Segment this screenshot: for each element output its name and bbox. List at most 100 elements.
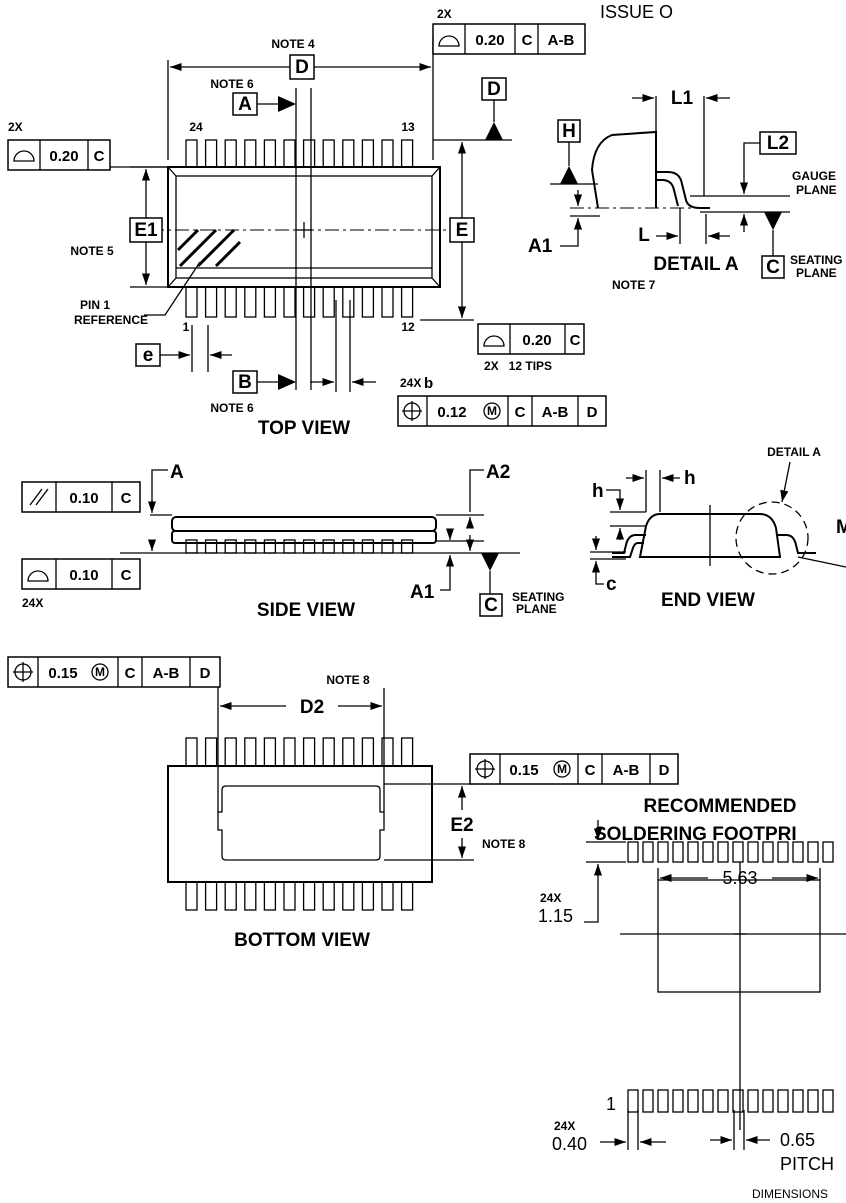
- footprint-pad: [807, 841, 819, 863]
- soldering-footprint: RECOMMENDED SOLDERING FOOTPRI 5.63 24X 1…: [538, 796, 846, 1201]
- lead: [302, 881, 316, 911]
- footprint-pad: [702, 1089, 714, 1113]
- fcf-b-datum3: D: [587, 404, 598, 421]
- fcf-bottom-left-frame: 0.15 M C A-B D: [7, 656, 221, 688]
- footprint-pad: [807, 1089, 819, 1113]
- bottom-view: D2 NOTE 8 E2 NOTE 8 0.15 M C A-B D: [7, 656, 679, 951]
- lead: [263, 539, 277, 554]
- fcf-left-frame: 0.20 C: [7, 139, 111, 171]
- end-view-caption: END VIEW: [661, 590, 755, 611]
- lead: [204, 139, 218, 168]
- lead: [224, 139, 237, 168]
- end-view: DETAIL A M h h c END VIEW: [590, 445, 846, 611]
- fcf-b-modifier: M: [487, 404, 497, 418]
- footprint-pad: [762, 841, 774, 863]
- datum-h-label: H: [562, 121, 576, 142]
- lead: [400, 539, 414, 554]
- fcf-parallel-value: 0.10: [69, 490, 98, 507]
- lead: [263, 139, 277, 168]
- fcf-top-datum2: A-B: [548, 32, 575, 49]
- lead: [283, 737, 296, 767]
- end-detail-a-label: DETAIL A: [767, 445, 821, 459]
- lead: [204, 539, 218, 554]
- lead: [361, 881, 375, 911]
- lead: [302, 737, 316, 767]
- bottom-view-caption: BOTTOM VIEW: [234, 930, 370, 951]
- footprint-bottom-pads: [627, 1089, 834, 1113]
- lead: [361, 139, 375, 168]
- footprint-width-label: 5.63: [722, 868, 757, 888]
- fcf-bottom-right-frame: 0.15 M C A-B D: [469, 753, 679, 785]
- footprint-pad: [642, 1089, 654, 1113]
- side-mult-label: 24X: [22, 596, 43, 610]
- pin1-ref-line1: PIN 1: [80, 298, 110, 312]
- note4-label: NOTE 4: [271, 37, 315, 51]
- lead: [381, 139, 394, 168]
- lead: [185, 539, 198, 554]
- lead: [244, 286, 257, 318]
- footprint-pad: [747, 1089, 759, 1113]
- end-c-label: c: [606, 574, 617, 595]
- top-view: D NOTE 4 NOTE 6 A D 24 13 1 12 E1 NOTE 5…: [7, 7, 607, 439]
- footprint-pitch-label: PITCH: [780, 1154, 834, 1174]
- lead: [185, 139, 198, 168]
- lead: [263, 286, 277, 318]
- lead: [283, 286, 296, 318]
- fcf-bl-modifier: M: [95, 665, 105, 679]
- fcf-left-mult: 2X: [8, 120, 23, 134]
- lead: [302, 139, 316, 168]
- dim-e2-label: E2: [450, 815, 473, 836]
- fcf-top-frame: 0.20 C A-B: [432, 23, 586, 55]
- footprint-pad: [792, 841, 804, 863]
- fcf-tips-datum: C: [570, 332, 581, 349]
- dim-e1-label: E1: [134, 220, 158, 241]
- note8-top-label: NOTE 8: [326, 673, 370, 687]
- footprint-pitch-value: 0.65: [780, 1130, 815, 1150]
- lead: [185, 286, 198, 318]
- lead: [244, 737, 257, 767]
- lead: [342, 737, 355, 767]
- detail-seating-1: SEATING: [790, 253, 842, 267]
- lead: [185, 737, 198, 767]
- fcf-top-mult: 2X: [437, 7, 452, 21]
- footprint-pad: [672, 1089, 684, 1113]
- footprint-pad: [777, 841, 789, 863]
- lead: [302, 286, 316, 318]
- end-m-label: M: [836, 517, 846, 538]
- footprint-title-1: RECOMMENDED: [643, 796, 796, 817]
- fcf-bl-datum3: D: [200, 665, 211, 682]
- dim-d2-label: D2: [300, 697, 324, 718]
- pin-13-label: 13: [401, 120, 415, 134]
- note8-right-label: NOTE 8: [482, 837, 526, 851]
- lead: [342, 539, 355, 554]
- lead-width-symbol: b: [424, 375, 433, 392]
- footprint-pad: [822, 1089, 834, 1113]
- dim-e-label: E: [456, 220, 469, 241]
- footprint-pad: [717, 841, 729, 863]
- top-view-caption: TOP VIEW: [258, 418, 350, 439]
- lead: [204, 737, 218, 767]
- lead: [381, 286, 394, 318]
- lead: [322, 286, 335, 318]
- fcf-b-value: 0.12: [437, 404, 466, 421]
- lead: [263, 737, 277, 767]
- lead: [342, 881, 355, 911]
- detail-a1-label: A1: [528, 236, 553, 257]
- pin-12-label: 12: [401, 320, 415, 334]
- footprint-pad: [792, 1089, 804, 1113]
- lead: [204, 881, 218, 911]
- footprint-pad: [717, 1089, 729, 1113]
- note5-label: NOTE 5: [70, 244, 114, 258]
- footprint-pad: [672, 841, 684, 863]
- footprint-pad: [822, 841, 834, 863]
- side-datum-c: C: [484, 595, 498, 616]
- lead: [361, 539, 375, 554]
- lead-width-mult: 24X: [400, 376, 421, 390]
- detail-a-caption: DETAIL A: [653, 254, 738, 275]
- footprint-pad: [702, 841, 714, 863]
- lead: [204, 286, 218, 318]
- footprint-pad: [687, 841, 699, 863]
- dim-l-label: L: [638, 225, 650, 246]
- bottom-leads: [185, 286, 414, 318]
- lead: [400, 737, 414, 767]
